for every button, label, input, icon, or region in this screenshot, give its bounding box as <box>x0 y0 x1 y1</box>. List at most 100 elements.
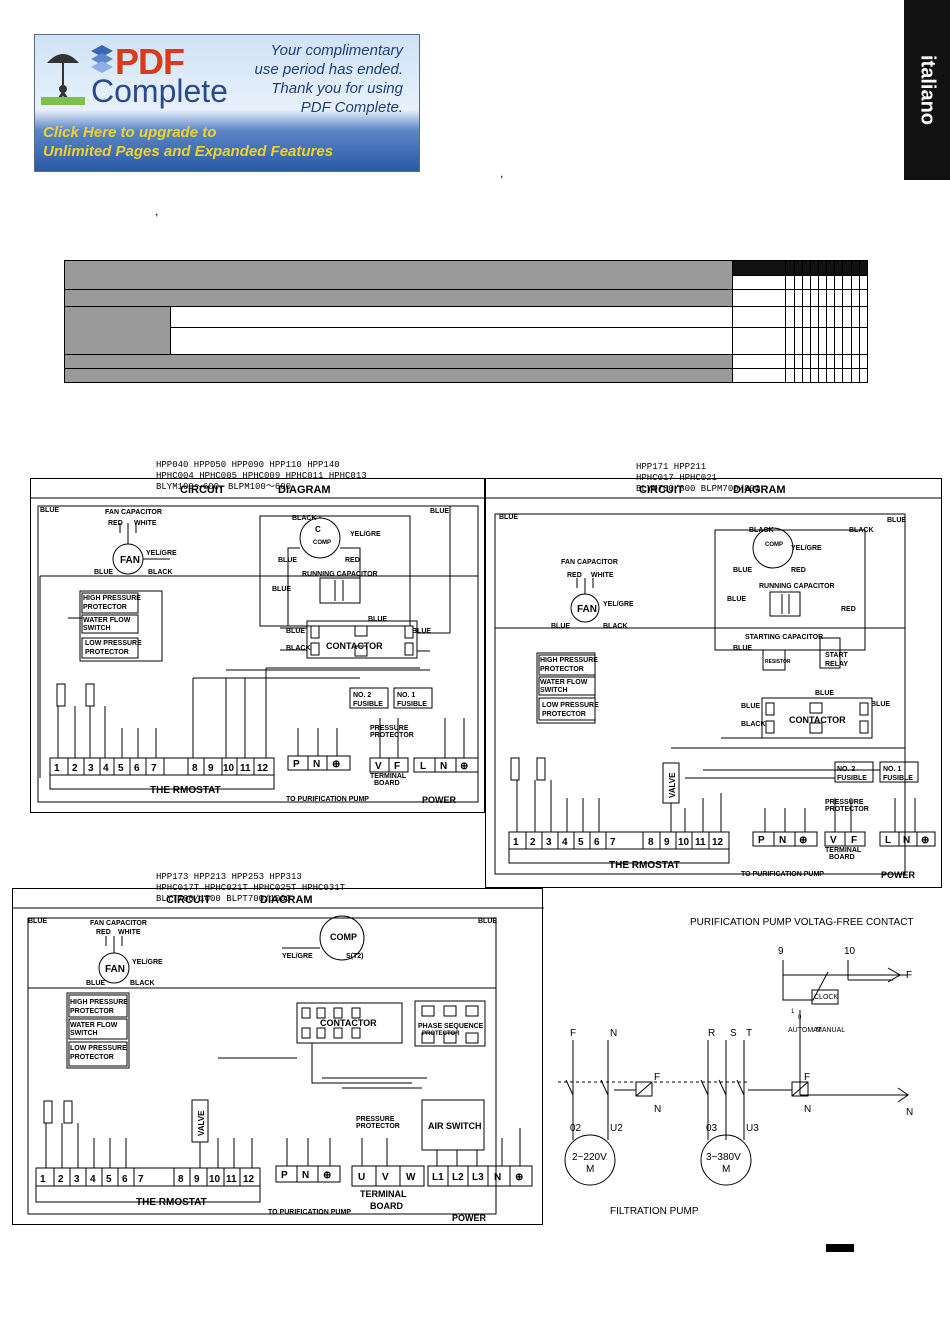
svg-text:SWITCH: SWITCH <box>83 625 111 632</box>
svg-text:FAN: FAN <box>120 555 140 566</box>
svg-text:BLUE: BLUE <box>94 569 113 576</box>
svg-text:BLUE: BLUE <box>733 567 752 574</box>
svg-text:BLUE: BLUE <box>40 507 59 514</box>
svg-text:N: N <box>906 1107 913 1118</box>
svg-text:9: 9 <box>194 1174 200 1185</box>
svg-text:5: 5 <box>578 837 584 848</box>
spec-table <box>63 260 869 383</box>
svg-text:PHASE SEQUENCE: PHASE SEQUENCE <box>418 1023 484 1030</box>
svg-text:BLUE: BLUE <box>278 557 297 564</box>
svg-text:CONTACTOR: CONTACTOR <box>789 715 846 725</box>
svg-text:2~220V: 2~220V <box>572 1152 607 1163</box>
svg-text:11: 11 <box>240 763 251 774</box>
svg-text:PURIFICATION PUMP VOLTAG-FREE: PURIFICATION PUMP VOLTAG-FREE CONTACT <box>690 917 914 928</box>
language-tab: italiano <box>904 0 950 180</box>
svg-text:TO PURIFICATION PUMP: TO PURIFICATION PUMP <box>741 871 824 878</box>
svg-text:N: N <box>903 835 910 846</box>
svg-text:F: F <box>804 1072 810 1083</box>
svg-text:RESISTOR: RESISTOR <box>765 659 791 665</box>
svg-text:THE RMOSTAT: THE RMOSTAT <box>150 785 221 796</box>
svg-text:BLUE: BLUE <box>368 616 387 623</box>
svg-text:N: N <box>610 1028 617 1039</box>
svg-text:12: 12 <box>712 837 724 848</box>
svg-text:FAN CAPACITOR: FAN CAPACITOR <box>105 509 162 516</box>
svg-text:VALVE: VALVE <box>197 1110 206 1136</box>
svg-text:2: 2 <box>72 763 78 774</box>
svg-text:V: V <box>382 1172 389 1183</box>
svg-text:PROTECTOR: PROTECTOR <box>356 1123 400 1130</box>
svg-text:BLUE: BLUE <box>815 690 834 697</box>
svg-text:RED: RED <box>108 520 123 527</box>
stray-mark: , <box>155 204 159 218</box>
svg-text:N: N <box>779 835 786 846</box>
svg-text:PRESSURE: PRESSURE <box>356 1116 395 1123</box>
svg-text:3: 3 <box>88 763 94 774</box>
svg-text:COMP: COMP <box>765 542 783 548</box>
svg-text:VALVE: VALVE <box>668 772 677 798</box>
svg-text:HIGH PRESSURE: HIGH PRESSURE <box>540 657 598 664</box>
svg-text:P: P <box>281 1170 288 1181</box>
svg-text:COMP: COMP <box>330 932 357 942</box>
svg-text:N: N <box>494 1172 501 1183</box>
svg-text:NO. 2: NO. 2 <box>353 692 371 699</box>
svg-text:WHITE: WHITE <box>134 520 157 527</box>
svg-text:RED: RED <box>791 567 806 574</box>
svg-text:L3: L3 <box>472 1172 484 1183</box>
svg-text:FILTRATION PUMP: FILTRATION PUMP <box>610 1206 699 1217</box>
svg-text:F: F <box>906 970 912 981</box>
svg-text:RUNNING CAPACITOR: RUNNING CAPACITOR <box>302 571 378 578</box>
svg-text:FUSIBLE: FUSIBLE <box>837 775 867 782</box>
svg-text:PROTECTOR: PROTECTOR <box>370 732 414 739</box>
svg-text:BLACK: BLACK <box>849 527 874 534</box>
svg-text:6: 6 <box>594 837 600 848</box>
svg-text:2: 2 <box>58 1174 64 1185</box>
svg-text:L2: L2 <box>452 1172 464 1183</box>
svg-text:12: 12 <box>243 1174 255 1185</box>
svg-text:POWER: POWER <box>452 1213 487 1223</box>
svg-text:V: V <box>830 835 837 846</box>
page-mark <box>826 1244 854 1252</box>
svg-text:9: 9 <box>664 837 670 848</box>
svg-text:PROTECTOR: PROTECTOR <box>422 1031 460 1037</box>
umbrella-figure-icon <box>41 54 85 105</box>
svg-text:P: P <box>758 835 765 846</box>
logo-pdf: PDF <box>115 41 185 82</box>
svg-text:5: 5 <box>106 1174 112 1185</box>
svg-text:LOW PRESSURE: LOW PRESSURE <box>70 1045 127 1052</box>
svg-text:⊕: ⊕ <box>921 835 929 846</box>
svg-text:FAN: FAN <box>577 604 597 615</box>
svg-text:6: 6 <box>122 1174 128 1185</box>
svg-text:CIRCUIT: CIRCUIT <box>180 484 225 496</box>
svg-text:M: M <box>586 1164 594 1175</box>
svg-text:7: 7 <box>138 1174 144 1185</box>
svg-text:L1: L1 <box>432 1172 444 1183</box>
svg-text:PRESSURE: PRESSURE <box>370 725 409 732</box>
svg-text:W: W <box>406 1172 416 1183</box>
svg-text:NO. 1: NO. 1 <box>883 766 901 773</box>
svg-text:4: 4 <box>562 837 568 848</box>
svg-text:YEL/GRE: YEL/GRE <box>132 959 163 966</box>
svg-text:RED: RED <box>567 572 582 579</box>
svg-text:N: N <box>804 1104 811 1115</box>
svg-text:YEL/GRE: YEL/GRE <box>282 953 313 960</box>
svg-text:FAN CAPACITOR: FAN CAPACITOR <box>90 920 147 927</box>
svg-text:2: 2 <box>530 837 536 848</box>
svg-text:BLACK: BLACK <box>749 527 774 534</box>
svg-text:1: 1 <box>40 1174 46 1185</box>
svg-text:COMP: COMP <box>313 540 331 546</box>
svg-text:BLUE: BLUE <box>741 703 760 710</box>
svg-text:7: 7 <box>610 837 616 848</box>
svg-text:BLUE: BLUE <box>887 517 906 524</box>
svg-text:T: T <box>746 1028 752 1039</box>
svg-text:CLOCK: CLOCK <box>814 994 838 1001</box>
svg-text:PROTECTOR: PROTECTOR <box>85 649 129 656</box>
svg-text:⊕: ⊕ <box>332 759 340 770</box>
svg-text:FUSIBLE: FUSIBLE <box>397 701 427 708</box>
svg-text:L: L <box>885 835 891 846</box>
logo-complete: Complete <box>91 73 228 109</box>
svg-text:3~380V: 3~380V <box>706 1152 741 1163</box>
